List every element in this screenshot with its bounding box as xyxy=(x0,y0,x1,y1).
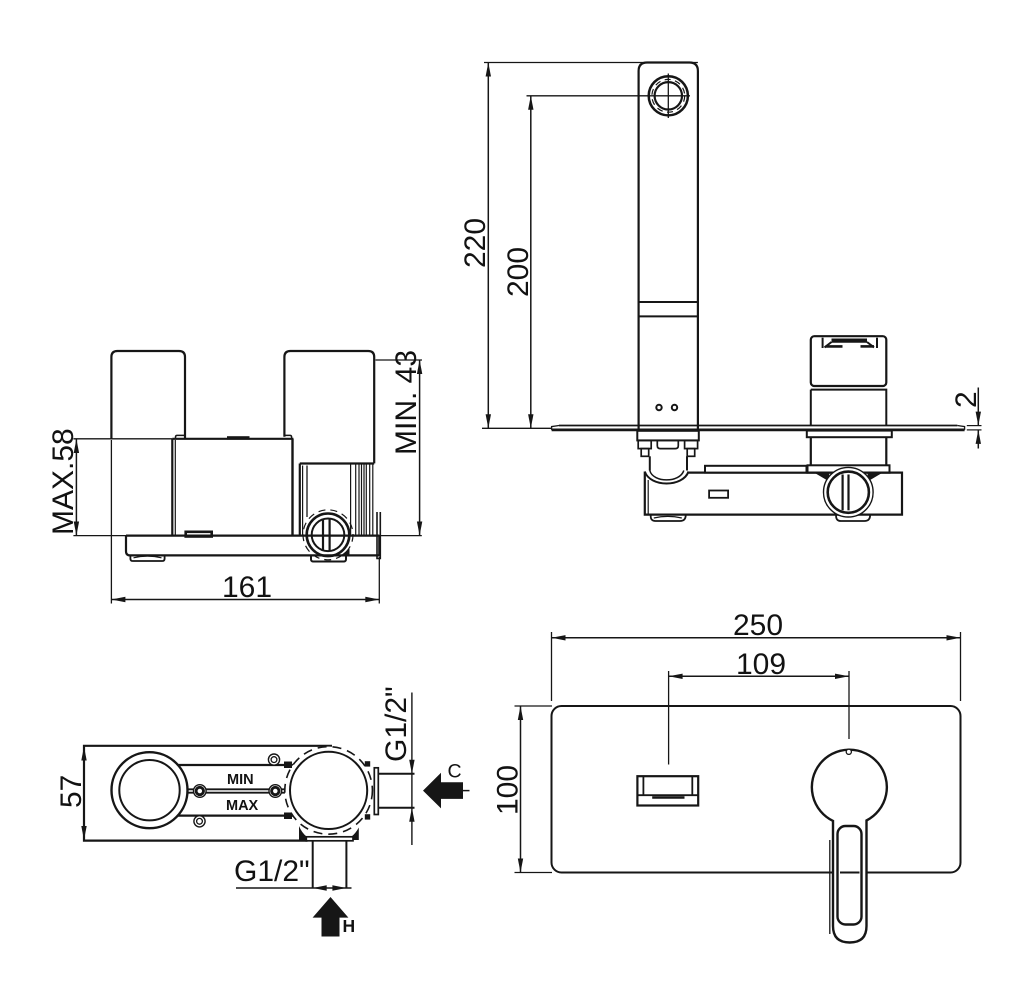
svg-text:200: 200 xyxy=(502,247,535,297)
svg-text:109: 109 xyxy=(736,648,786,681)
svg-text:250: 250 xyxy=(733,609,783,642)
svg-text:220: 220 xyxy=(459,218,492,268)
svg-text:H: H xyxy=(343,916,356,936)
svg-text:C: C xyxy=(448,761,462,783)
svg-text:MAX.58: MAX.58 xyxy=(47,428,80,535)
svg-text:G1/2": G1/2" xyxy=(234,855,310,888)
svg-text:MIN: MIN xyxy=(227,772,254,788)
svg-text:MAX: MAX xyxy=(226,798,259,814)
svg-text:2: 2 xyxy=(950,391,983,408)
svg-text:57: 57 xyxy=(55,775,88,808)
svg-text:100: 100 xyxy=(492,765,525,815)
svg-text:G1/2": G1/2" xyxy=(380,686,413,762)
svg-text:161: 161 xyxy=(222,571,272,604)
svg-text:MIN. 43: MIN. 43 xyxy=(390,350,423,455)
